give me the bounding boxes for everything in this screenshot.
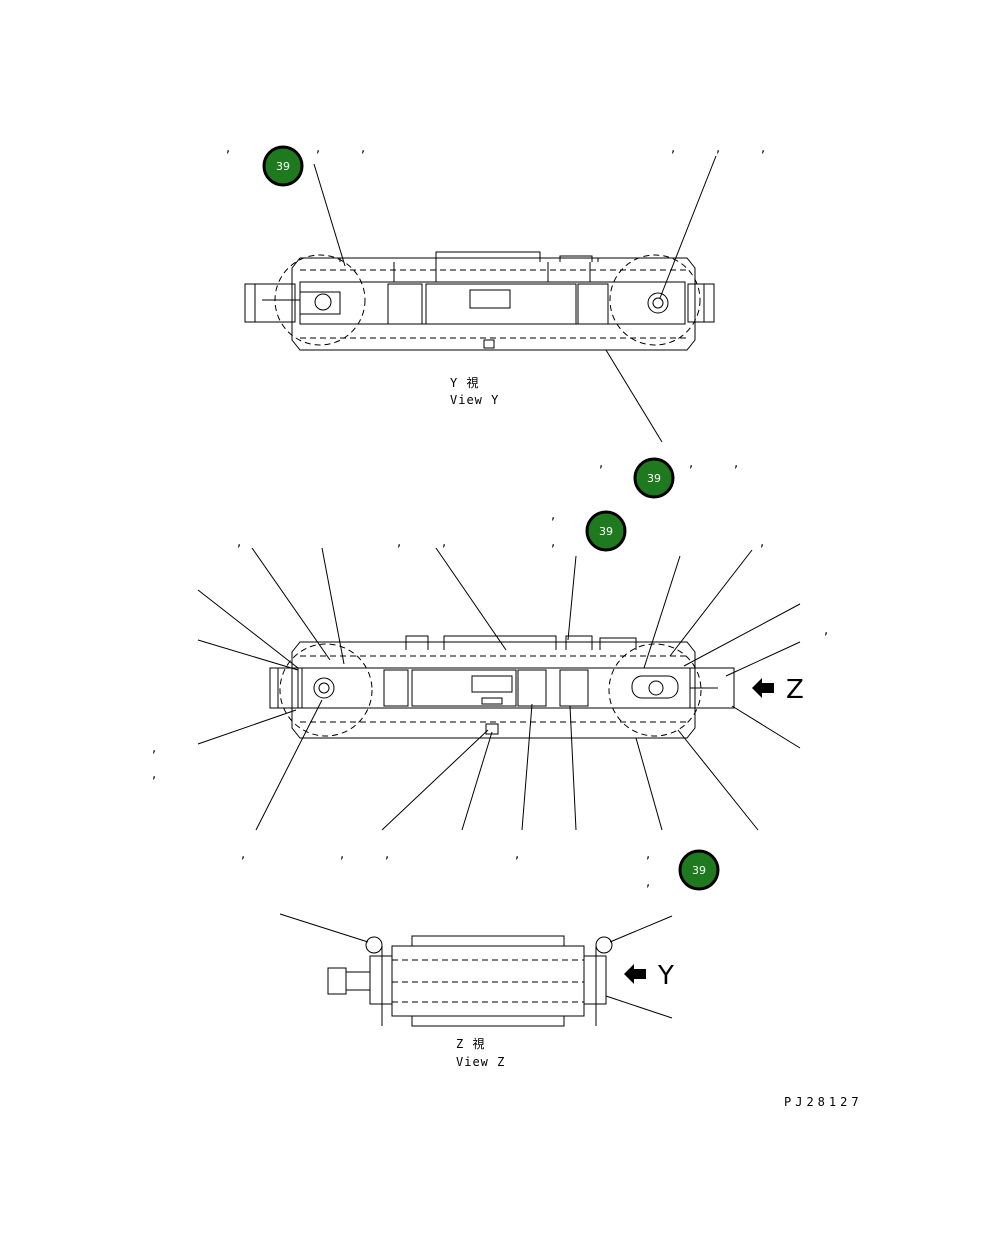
- svg-text:,: ,: [551, 535, 555, 550]
- y-view-arrow-icon: [624, 964, 646, 984]
- view-y-label-jp: Y 視: [450, 375, 479, 390]
- svg-text:,: ,: [646, 875, 650, 890]
- main-side-drawing: [269, 635, 735, 739]
- svg-text:,: ,: [361, 141, 365, 156]
- callout-circle-icon: [262, 145, 304, 187]
- drawing-id: PJ28127: [784, 1095, 863, 1109]
- svg-text:,: ,: [734, 456, 738, 471]
- svg-text:,: ,: [599, 456, 603, 471]
- z-arrow-letter: Z: [786, 675, 804, 705]
- svg-text:,: ,: [241, 847, 245, 862]
- svg-text:,: ,: [385, 847, 389, 862]
- callout-39-mid-right[interactable]: 39: [633, 457, 675, 499]
- callout-39-bottom[interactable]: 39: [678, 849, 720, 891]
- callout-39-middle[interactable]: 39: [585, 510, 627, 552]
- callout-number: 39: [599, 525, 613, 538]
- svg-text:,: ,: [716, 141, 720, 156]
- z-view-arrow-icon: [752, 678, 774, 698]
- svg-text:,: ,: [316, 141, 320, 156]
- svg-text:,: ,: [515, 847, 519, 862]
- svg-text:,: ,: [689, 456, 693, 471]
- svg-text:,: ,: [671, 141, 675, 156]
- svg-text:,: ,: [237, 535, 241, 550]
- svg-text:,: ,: [226, 141, 230, 156]
- svg-text:,: ,: [442, 535, 446, 550]
- callout-39-top[interactable]: 39: [262, 145, 304, 187]
- callout-circle-icon: [633, 457, 675, 499]
- view-z-label-en: View Z: [456, 1055, 505, 1069]
- svg-text:,: ,: [551, 508, 555, 523]
- svg-text:,: ,: [760, 535, 764, 550]
- svg-text:,: ,: [397, 535, 401, 550]
- svg-text:,: ,: [340, 847, 344, 862]
- callout-number: 39: [692, 864, 706, 877]
- callout-number: 39: [647, 472, 661, 485]
- svg-text:,: ,: [646, 847, 650, 862]
- callout-circle-icon: [585, 510, 627, 552]
- callout-number: 39: [276, 160, 290, 173]
- view-y-label-en: View Y: [450, 393, 499, 407]
- svg-text:,: ,: [761, 141, 765, 156]
- view-y-drawing: [244, 251, 715, 351]
- svg-text:,: ,: [152, 741, 156, 756]
- svg-text:,: ,: [824, 623, 828, 638]
- svg-text:,: ,: [152, 767, 156, 782]
- callout-circle-icon: [678, 849, 720, 891]
- view-z-drawing: [327, 935, 613, 1027]
- view-z-label-jp: Z 視: [456, 1036, 485, 1051]
- y-arrow-letter: Y: [657, 961, 674, 991]
